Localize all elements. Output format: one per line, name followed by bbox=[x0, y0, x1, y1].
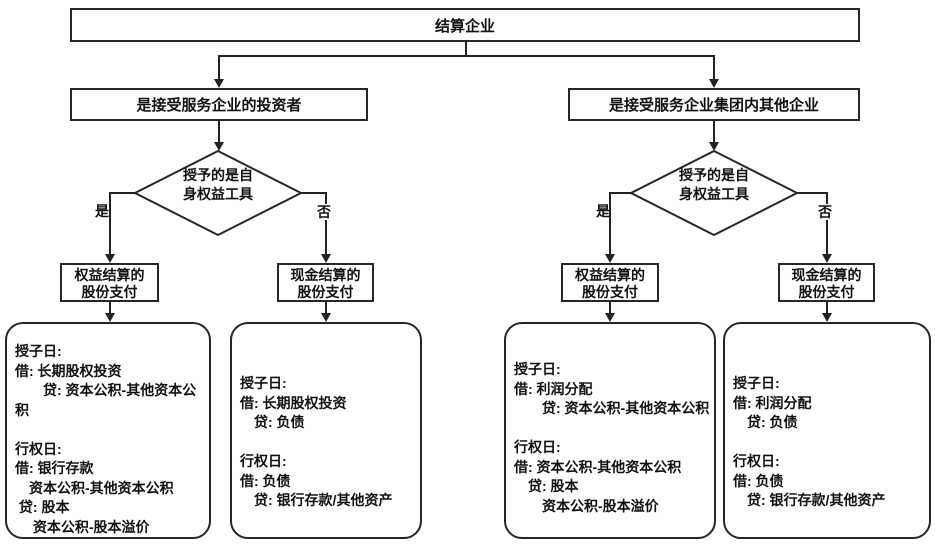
entry-line: 贷: 资本公积-其他资本公积 bbox=[514, 400, 710, 416]
entry-line: 贷: 资本公积-其他资本公 bbox=[15, 382, 197, 398]
entry-line: 贷: 负债 bbox=[240, 414, 305, 430]
decision-diamond-left bbox=[134, 150, 302, 236]
entry-line: 借: 长期股权投资 bbox=[15, 362, 122, 379]
connector-line bbox=[797, 192, 828, 194]
arrowhead-down bbox=[709, 79, 719, 88]
arrowhead-down bbox=[822, 254, 832, 263]
entry-line: 借: 长期股权投资 bbox=[240, 394, 347, 411]
decision-label-line: 身权益工具 bbox=[183, 186, 253, 202]
connector-line bbox=[325, 301, 327, 314]
connector-line bbox=[218, 55, 220, 80]
entry-line bbox=[514, 419, 710, 439]
arrowhead-down bbox=[214, 79, 224, 88]
entry-line bbox=[240, 433, 416, 453]
outcome-label-line: 权益结算的 bbox=[74, 267, 145, 283]
arrowhead-down bbox=[709, 142, 719, 151]
journal-entries-equity-right: 授子日: 借: 利润分配 贷: 资本公积-其他资本公积行权日: 借: 资本公积-其他… bbox=[504, 322, 716, 539]
outcome-label-line: 权益结算的 bbox=[575, 267, 645, 283]
entry-line: 行权日: bbox=[514, 439, 561, 455]
arrowhead-down bbox=[214, 142, 224, 151]
outcome-equity-settled-left: 权益结算的 股份支付 bbox=[60, 263, 159, 302]
connector-line bbox=[109, 192, 111, 254]
decision-diamond-right bbox=[630, 150, 798, 236]
decision-label-right: 授予的是自 身权益工具 bbox=[654, 166, 774, 204]
connector-line bbox=[713, 55, 715, 80]
connector-line bbox=[301, 192, 327, 194]
connector-line bbox=[218, 55, 715, 57]
outcome-label-line: 现金结算的 bbox=[791, 267, 862, 283]
decision-label-line: 授予的是自 bbox=[183, 167, 253, 183]
entry-line: 行权日: bbox=[733, 453, 780, 469]
outcome-cash-settled-right: 现金结算的 股份支付 bbox=[778, 263, 875, 302]
decision-label-line: 授予的是自 bbox=[679, 167, 749, 183]
entry-line: 资本公积-股本溢价 bbox=[514, 497, 659, 514]
branch-node-label: 是接受服务企业集团内其他企业 bbox=[608, 97, 819, 114]
entry-line: 借: 利润分配 bbox=[733, 394, 812, 411]
decision-label-left: 授予的是自 身权益工具 bbox=[158, 166, 278, 204]
outcome-cash-settled-left: 现金结算的 股份支付 bbox=[277, 263, 374, 302]
entry-line: 贷: 股本 bbox=[514, 478, 579, 494]
entry-line bbox=[733, 433, 925, 453]
connector-line bbox=[465, 42, 467, 56]
entry-line: 借: 负债 bbox=[733, 472, 784, 489]
outcome-label-line: 股份支付 bbox=[582, 284, 638, 300]
connector-line bbox=[610, 192, 631, 194]
connector-line bbox=[826, 192, 828, 254]
connector-line bbox=[110, 192, 135, 194]
connector-line bbox=[325, 192, 327, 254]
branch-node-label: 是接受服务企业的投资者 bbox=[136, 97, 302, 114]
entry-line: 授子日: bbox=[15, 343, 62, 359]
root-node-label: 结算企业 bbox=[434, 17, 495, 35]
arrowhead-down bbox=[822, 313, 832, 322]
branch-node-group-company: 是接受服务企业集团内其他企业 bbox=[568, 88, 860, 121]
connector-line bbox=[609, 301, 611, 314]
root-node-settling-enterprise: 结算企业 bbox=[70, 8, 860, 42]
entry-line: 行权日: bbox=[15, 440, 62, 457]
arrowhead-down bbox=[605, 254, 615, 263]
arrowhead-down bbox=[105, 313, 115, 322]
arrowhead-down bbox=[321, 313, 331, 322]
entry-line: 资本公积-股本溢价 bbox=[15, 518, 150, 535]
outcome-label-line: 股份支付 bbox=[297, 284, 354, 300]
no-label-right: 否 bbox=[816, 204, 834, 220]
no-label-left: 否 bbox=[315, 204, 333, 220]
entry-line: 行权日: bbox=[240, 453, 287, 469]
outcome-label-line: 股份支付 bbox=[81, 284, 138, 300]
connector-line bbox=[109, 301, 111, 314]
yes-label-right: 是 bbox=[596, 203, 610, 219]
entry-line: 贷: 负债 bbox=[733, 414, 798, 430]
decision-label-line: 身权益工具 bbox=[679, 186, 749, 202]
entry-line: 贷: 银行存款/其他资产 bbox=[733, 492, 886, 508]
arrowhead-down bbox=[321, 254, 331, 263]
outcome-label-line: 现金结算的 bbox=[290, 267, 361, 283]
entry-line: 借: 负债 bbox=[240, 472, 291, 489]
entry-line: 授子日: bbox=[240, 375, 287, 391]
entry-line bbox=[15, 420, 205, 440]
entry-line: 授子日: bbox=[514, 361, 561, 377]
branch-node-investor: 是接受服务企业的投资者 bbox=[70, 88, 368, 121]
connector-line bbox=[218, 121, 220, 143]
entry-line: 授子日: bbox=[733, 375, 780, 391]
journal-entries-equity-left: 授子日:借: 长期股权投资 贷: 资本公积-其他资本公积行权日:借: 银行存款 … bbox=[5, 322, 211, 539]
arrowhead-down bbox=[605, 313, 615, 322]
journal-entries-cash-left: 授子日: 借: 长期股权投资 贷: 负债行权日: 借: 负债 贷: 银行存款/其他资… bbox=[230, 322, 422, 539]
connector-line bbox=[713, 121, 715, 143]
connector-line bbox=[609, 192, 611, 254]
entry-line: 资本公积-其他资本公积 bbox=[15, 479, 174, 496]
entry-line: 借: 资本公积-其他资本公积 bbox=[514, 458, 682, 475]
outcome-equity-settled-right: 权益结算的 股份支付 bbox=[561, 263, 659, 302]
entry-line: 贷: 银行存款/其他资产 bbox=[240, 492, 393, 508]
entry-line: 借: 利润分配 bbox=[514, 380, 593, 397]
connector-line bbox=[826, 301, 828, 314]
entry-line: 贷: 股本 bbox=[15, 499, 70, 515]
outcome-label-line: 股份支付 bbox=[798, 284, 855, 300]
arrowhead-down bbox=[105, 254, 115, 263]
entry-line: 积 bbox=[15, 401, 29, 418]
entry-line: 借: 银行存款 bbox=[15, 460, 94, 476]
yes-label-left: 是 bbox=[95, 203, 109, 219]
journal-entries-cash-right: 授子日: 借: 利润分配 贷: 负债行权日: 借: 负债 贷: 银行存款/其他资产 bbox=[723, 322, 931, 539]
